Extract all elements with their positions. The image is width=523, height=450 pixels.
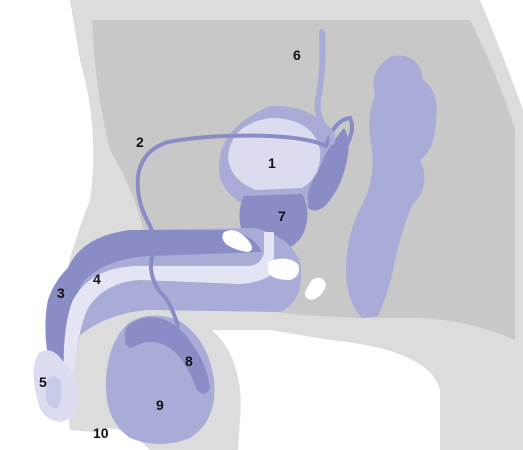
label-7: 7	[278, 208, 286, 224]
label-10: 10	[93, 425, 109, 441]
label-4: 4	[93, 271, 101, 287]
label-5: 5	[39, 374, 47, 390]
label-6: 6	[293, 47, 301, 63]
glans-tip	[46, 376, 62, 408]
label-9: 9	[156, 397, 164, 413]
label-2: 2	[136, 134, 144, 150]
label-8: 8	[185, 353, 193, 369]
label-3: 3	[57, 285, 65, 301]
label-1: 1	[268, 155, 276, 171]
